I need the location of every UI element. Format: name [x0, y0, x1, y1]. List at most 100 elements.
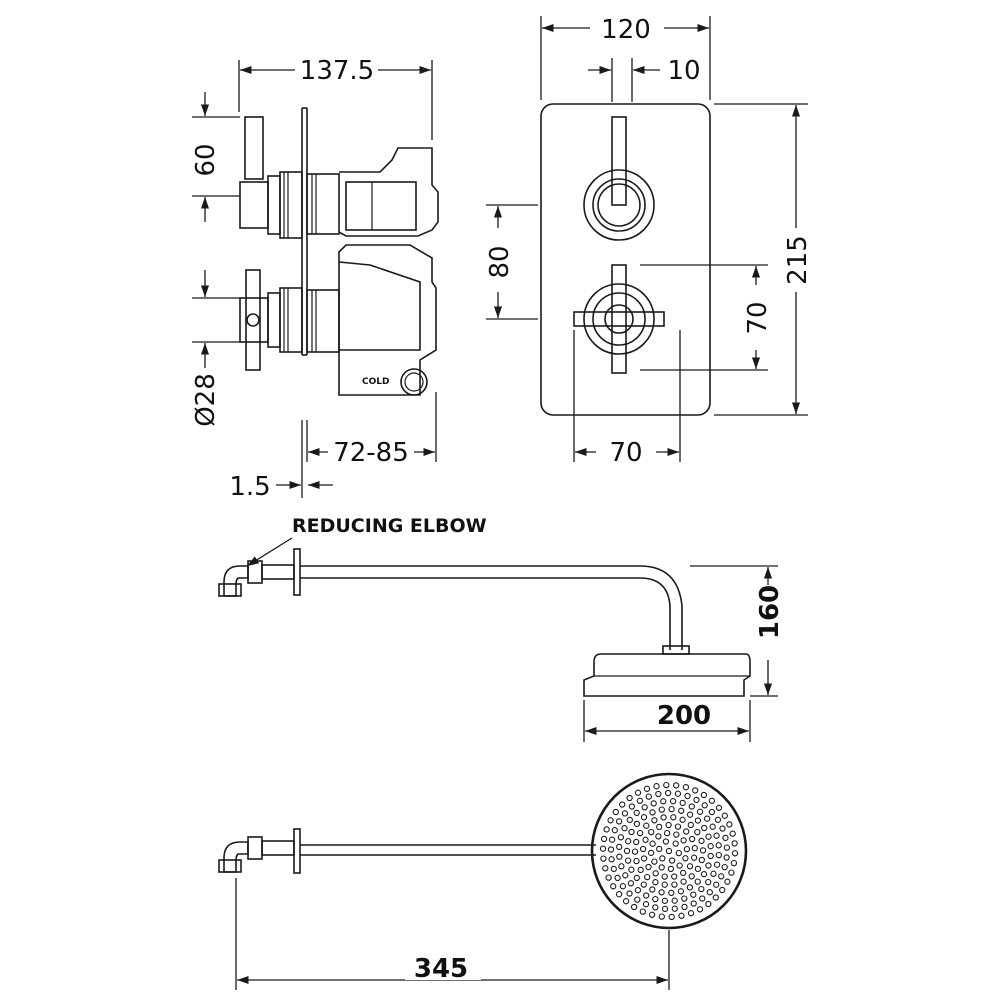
nozzle — [709, 823, 716, 830]
nozzle — [661, 873, 668, 880]
nozzle — [696, 808, 704, 815]
nozzle — [706, 889, 713, 896]
nozzle — [686, 811, 694, 818]
nozzle — [688, 873, 695, 880]
nozzle — [652, 895, 659, 903]
nozzle — [652, 904, 659, 911]
nozzle — [726, 821, 733, 828]
shower-head-nozzles — [599, 781, 739, 921]
nozzle — [703, 815, 711, 822]
nozzle — [664, 789, 672, 797]
cold-label: COLD — [362, 377, 389, 387]
nozzle — [649, 886, 656, 893]
nozzle — [681, 903, 688, 911]
nozzle — [628, 803, 636, 810]
nozzle — [698, 837, 705, 845]
nozzle — [642, 836, 649, 843]
nozzle — [655, 833, 662, 840]
nozzle — [661, 881, 668, 888]
nozzle — [705, 862, 712, 869]
nozzle — [668, 857, 676, 864]
shower-arm-top-view: 345 — [218, 772, 748, 990]
nozzle — [673, 831, 680, 838]
nozzle — [694, 878, 701, 885]
nozzle — [647, 849, 655, 857]
nozzle — [636, 797, 644, 804]
nozzle — [610, 865, 617, 873]
nozzle — [663, 781, 670, 789]
nozzle — [660, 798, 667, 805]
nozzle — [707, 843, 714, 850]
nozzle — [643, 822, 650, 829]
nozzle — [690, 900, 697, 907]
nozzle — [628, 828, 635, 836]
nozzle — [636, 829, 644, 837]
nozzle — [670, 814, 677, 821]
reducing-elbow-note: REDUCING ELBOW — [292, 515, 487, 537]
nozzle — [630, 903, 638, 911]
dim-plate: 1.5 — [229, 472, 270, 502]
nozzle — [668, 805, 675, 813]
nozzle — [708, 808, 716, 816]
nozzle — [698, 885, 705, 893]
nozzle — [631, 848, 639, 855]
nozzle — [705, 900, 712, 908]
nozzle — [625, 838, 632, 845]
nozzle — [679, 799, 686, 807]
nozzle — [655, 790, 662, 798]
nozzle — [728, 869, 735, 876]
nozzle — [679, 869, 687, 877]
nozzle — [607, 817, 614, 824]
nozzle — [698, 856, 705, 864]
nozzle — [634, 789, 642, 796]
nozzle — [690, 891, 697, 898]
nozzle — [640, 814, 648, 821]
nozzle — [715, 842, 722, 849]
nozzle — [622, 872, 629, 879]
dim-lever-gap: 10 — [667, 56, 700, 86]
nozzle — [633, 857, 640, 865]
nozzle — [674, 823, 682, 830]
nozzle — [645, 863, 652, 871]
nozzle — [684, 792, 691, 800]
nozzle — [696, 906, 704, 913]
dim-centres: 80 — [485, 245, 515, 278]
dim-head-width: 200 — [657, 701, 711, 731]
nozzle — [719, 886, 726, 894]
nozzle — [659, 855, 666, 862]
nozzle — [699, 847, 707, 854]
nozzle — [724, 878, 731, 885]
nozzle — [671, 897, 678, 904]
nozzle — [721, 812, 728, 819]
nozzle — [626, 816, 633, 824]
nozzle — [634, 896, 641, 903]
nozzle — [692, 787, 699, 794]
nozzle — [715, 851, 722, 859]
nozzle — [672, 840, 679, 847]
nozzle — [633, 820, 641, 828]
nozzle — [615, 891, 623, 898]
nozzle — [610, 883, 617, 890]
nozzle — [712, 894, 719, 901]
nozzle — [649, 809, 656, 816]
nozzle — [680, 837, 687, 844]
nozzle — [608, 856, 615, 863]
nozzle — [671, 881, 678, 888]
nozzle — [688, 803, 695, 810]
nozzle — [662, 838, 670, 845]
nozzle — [640, 855, 648, 862]
nozzle — [605, 874, 612, 881]
nozzle — [653, 783, 660, 790]
nozzle — [730, 859, 738, 867]
nozzle — [723, 844, 731, 851]
nozzle — [648, 828, 655, 836]
nozzle — [700, 791, 708, 799]
dim-drop: 160 — [755, 585, 785, 639]
nozzle — [642, 901, 650, 908]
nozzle — [611, 827, 618, 834]
nozzle — [686, 884, 694, 891]
nozzle — [656, 845, 663, 853]
nozzle — [694, 828, 701, 836]
nozzle — [694, 865, 702, 873]
